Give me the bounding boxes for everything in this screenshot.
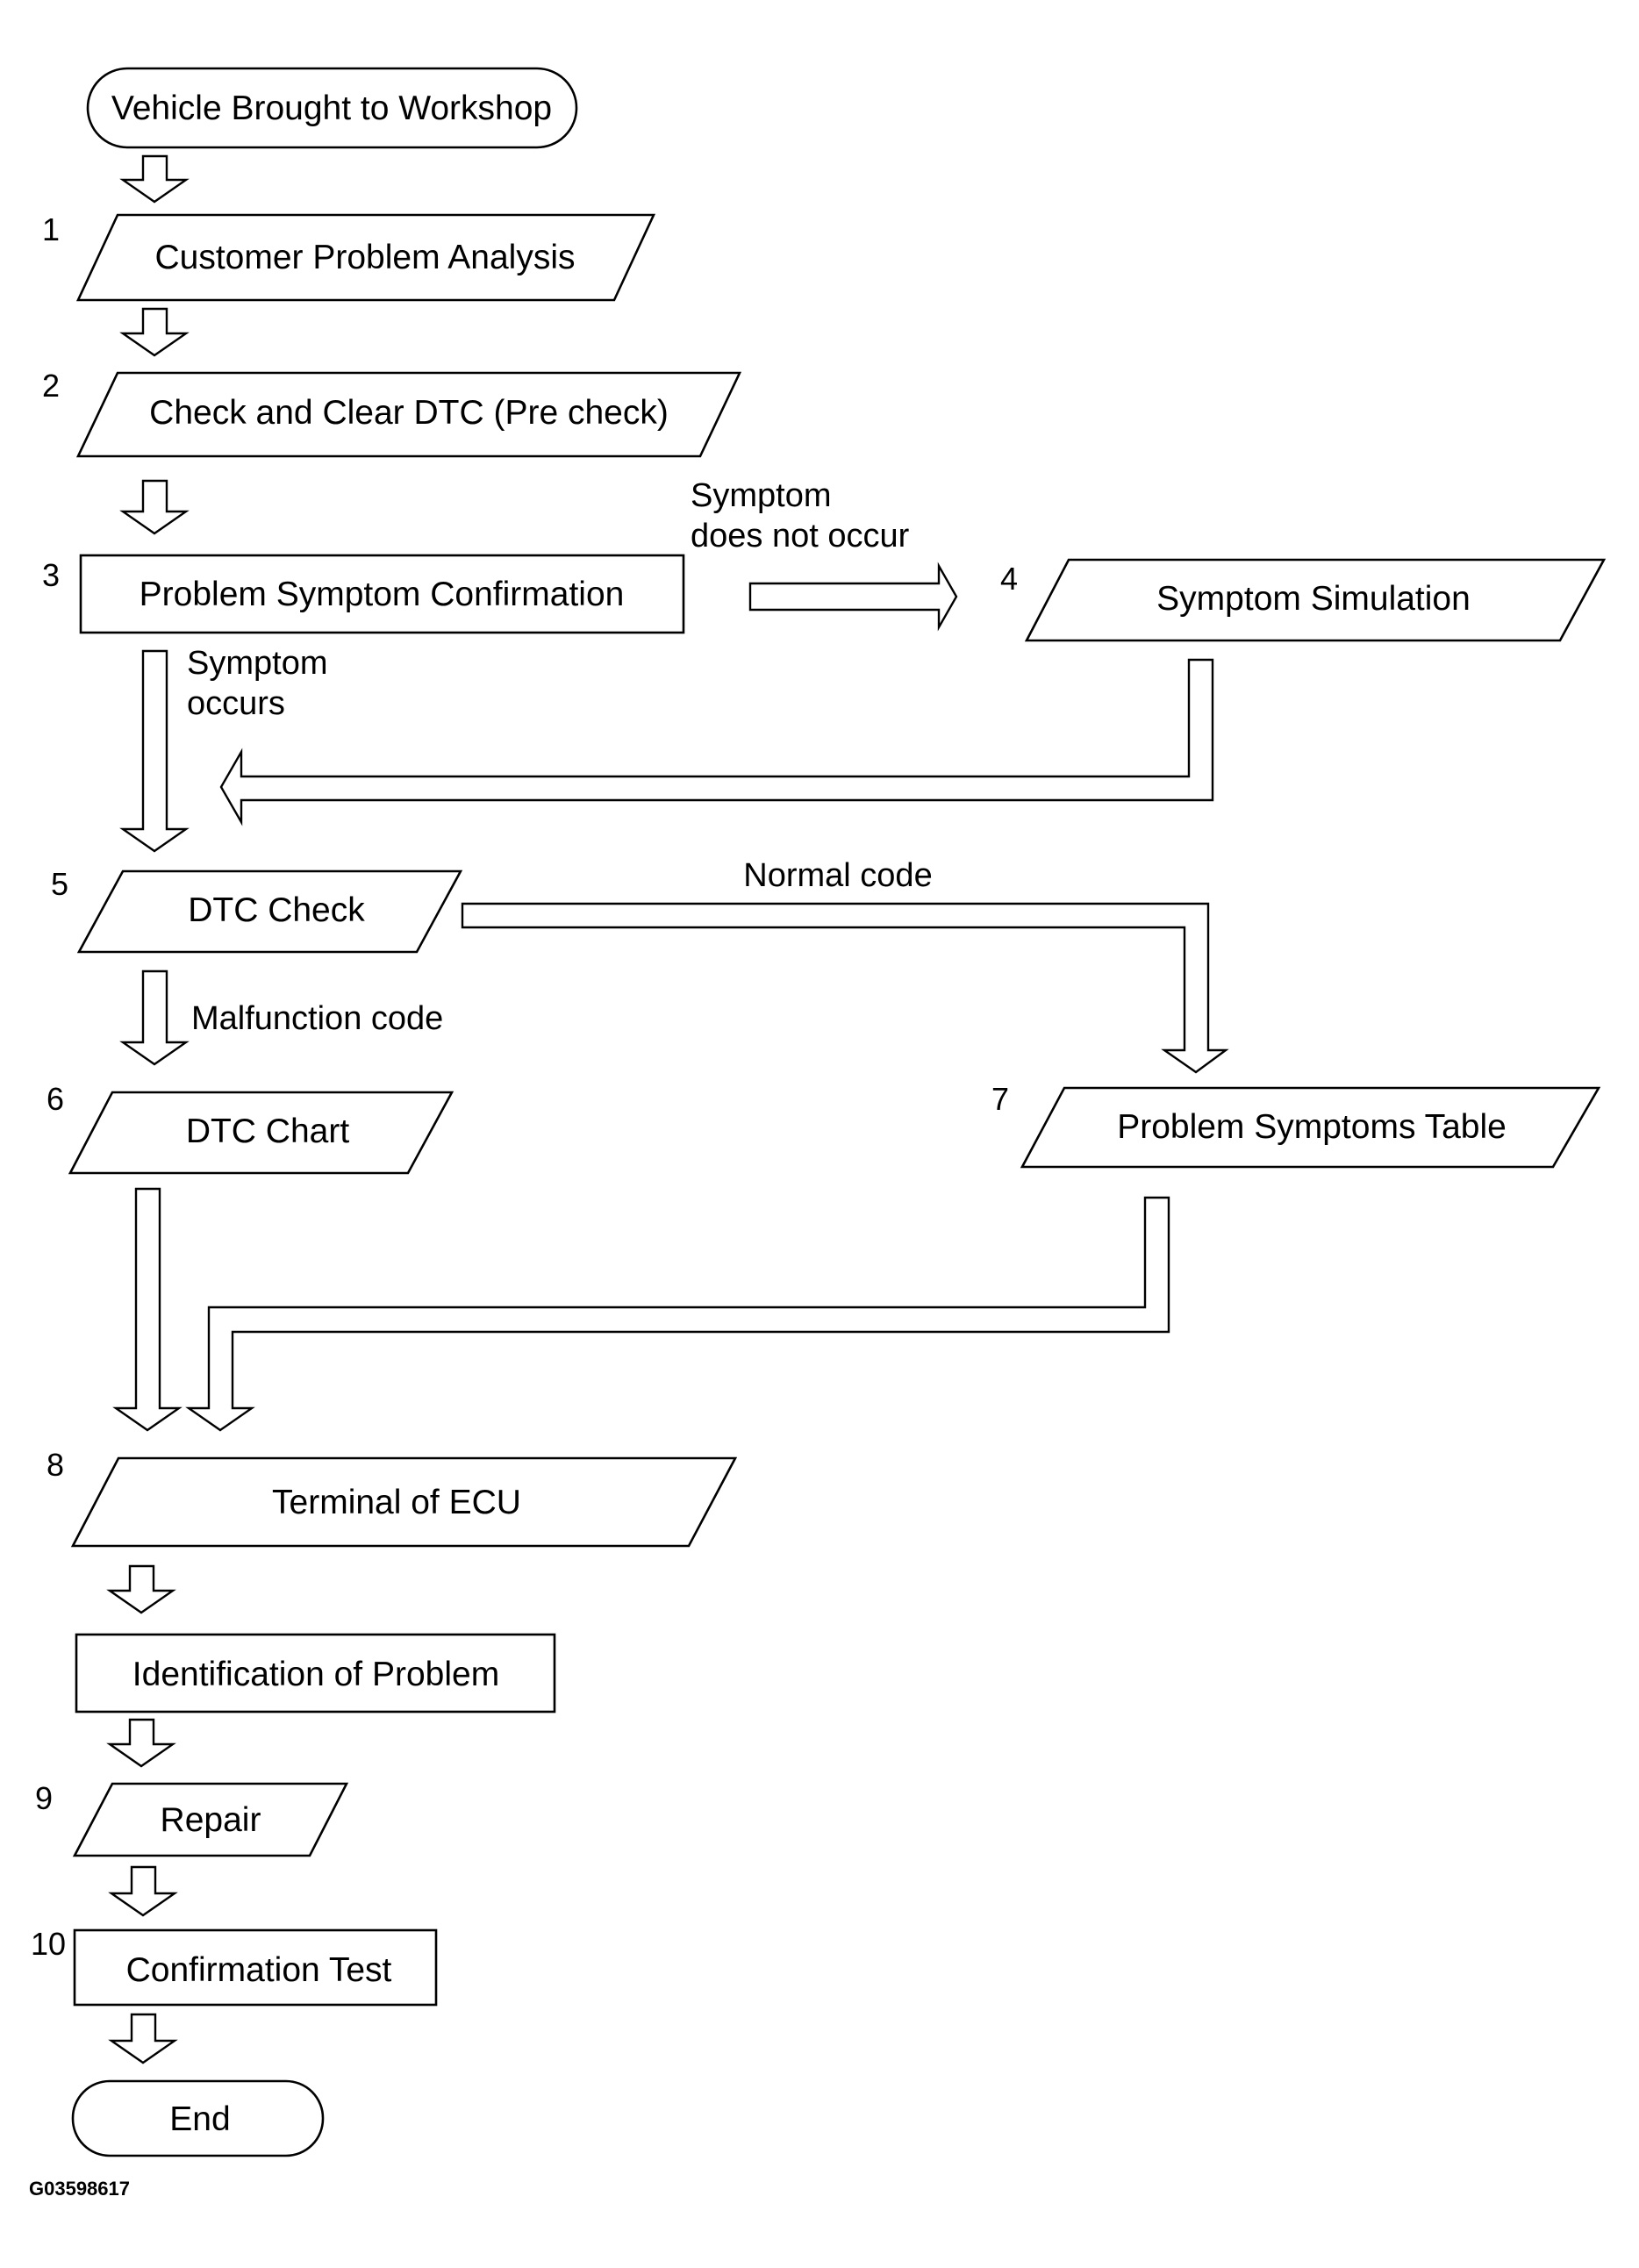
step-5-number: 5 — [51, 866, 68, 902]
step-7-number: 7 — [991, 1081, 1009, 1117]
step-7-box — [1020, 1086, 1601, 1169]
start-label: Vehicle Brought to Workshop — [111, 89, 552, 127]
step-9-box — [72, 1782, 349, 1857]
step-4-box — [1024, 558, 1607, 642]
identification-box — [75, 1633, 556, 1714]
arrow-5-to-6 — [119, 969, 190, 1066]
step-8-label: Terminal of ECU — [272, 1484, 521, 1521]
arrow-1-to-2 — [119, 307, 190, 357]
arrow-3-to-4 — [748, 562, 958, 632]
arrow-4-return — [219, 658, 1214, 826]
malfunction-code-label: Malfunction code — [191, 1000, 443, 1037]
end-terminator — [71, 2079, 325, 2157]
arrow-5-to-7 — [461, 902, 1229, 1074]
end-label: End — [169, 2100, 230, 2138]
step-10-number: 10 — [31, 1926, 66, 1962]
step-9-number: 9 — [35, 1780, 53, 1816]
arrow-3-to-5 — [119, 649, 190, 853]
figure-code: G03598617 — [29, 2178, 130, 2200]
step-1-box — [75, 213, 656, 302]
step-3-label: Problem Symptom Confirmation — [140, 576, 625, 613]
step-2-label: Check and Clear DTC (Pre check) — [149, 394, 669, 432]
start-terminator — [86, 67, 578, 149]
step-1-number: 1 — [42, 211, 60, 247]
arrow-6-to-8 — [112, 1187, 183, 1432]
step-4-label: Symptom Simulation — [1156, 580, 1471, 618]
step-6-number: 6 — [47, 1081, 64, 1117]
step-10-label: Confirmation Test — [126, 1951, 392, 1989]
step-2-number: 2 — [42, 368, 60, 404]
step-7-label: Problem Symptoms Table — [1117, 1108, 1507, 1146]
step-8-number: 8 — [47, 1447, 64, 1483]
arrow-7-to-8 — [185, 1196, 1170, 1432]
arrow-start-to-1 — [119, 154, 190, 204]
step-6-box — [68, 1091, 454, 1175]
arrow-2-to-3 — [119, 479, 190, 535]
step-9-label: Repair — [161, 1801, 261, 1839]
identification-label: Identification of Problem — [132, 1656, 499, 1693]
step-10-box — [73, 1928, 438, 2007]
step-1-label: Customer Problem Analysis — [154, 239, 575, 276]
step-2-box — [75, 371, 742, 458]
step-5-label: DTC Check — [188, 891, 365, 929]
step-6-label: DTC Chart — [186, 1113, 350, 1150]
arrow-8-to-ident — [106, 1564, 176, 1614]
step-3-box — [79, 554, 685, 634]
arrow-ident-to-9 — [106, 1718, 176, 1768]
symptom-not-occur-label-1: Symptom — [691, 477, 831, 514]
arrow-10-to-end — [108, 2013, 178, 2064]
step-8-box — [70, 1456, 738, 1548]
normal-code-label: Normal code — [743, 857, 932, 894]
step-4-number: 4 — [1000, 561, 1018, 597]
symptom-occurs-label-2: occurs — [187, 685, 285, 722]
step-3-number: 3 — [42, 557, 60, 593]
step-5-box — [76, 869, 463, 954]
symptom-occurs-label-1: Symptom — [187, 645, 327, 682]
symptom-not-occur-label-2: does not occur — [691, 518, 910, 554]
arrow-9-to-10 — [108, 1865, 178, 1917]
